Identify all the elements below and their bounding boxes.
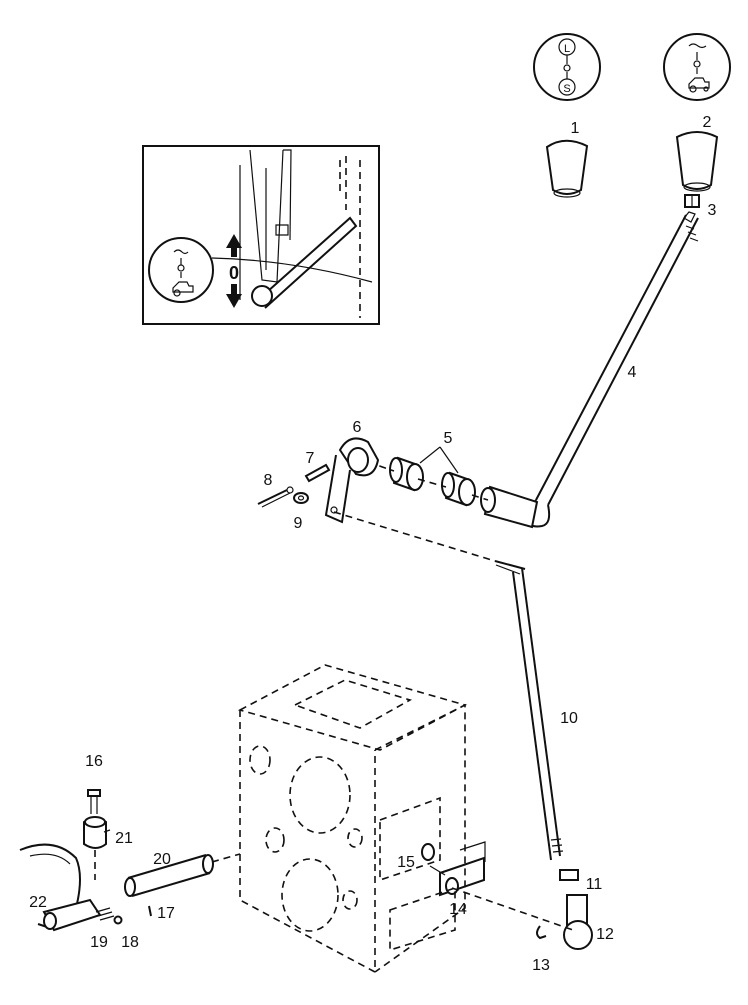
callout-1: 1 xyxy=(571,120,580,137)
callout-19: 19 xyxy=(90,934,108,951)
shift-fork-part-22 xyxy=(19,843,102,932)
callout-9: 9 xyxy=(294,515,303,532)
callout-16: 16 xyxy=(85,753,103,770)
link-rod-part-10 xyxy=(333,511,564,861)
callout-17: 17 xyxy=(157,905,175,922)
ball-part-18 xyxy=(113,915,123,925)
callout-15: 15 xyxy=(397,854,415,871)
lever-rod-part-4 xyxy=(480,211,699,529)
arrow-up-icon xyxy=(226,234,242,257)
callout-10: 10 xyxy=(560,710,578,727)
callout-8: 8 xyxy=(264,472,273,489)
callout-14: 14 xyxy=(449,901,467,918)
callout-22: 22 xyxy=(29,894,47,911)
callout-11: 11 xyxy=(586,876,603,893)
decal-high-label: S xyxy=(563,83,570,95)
inset-detail-box: 0 xyxy=(142,145,380,325)
decal-low-label: L xyxy=(564,43,570,55)
knob-part-2 xyxy=(675,131,719,192)
callout-21: 21 xyxy=(115,830,133,847)
o-ring-part-15 xyxy=(421,843,435,861)
clip-part-13 xyxy=(536,925,547,940)
callout-5: 5 xyxy=(444,430,453,447)
nut-part-3 xyxy=(684,194,700,208)
bushing-part-5b xyxy=(441,471,476,507)
bell-crank-part-6 xyxy=(324,437,380,524)
callout-20: 20 xyxy=(153,851,171,868)
bracket-part-14 xyxy=(439,841,486,897)
transmission-housing xyxy=(237,664,468,974)
pto-decal-icon xyxy=(663,33,731,101)
cotter-pin-part-8 xyxy=(257,486,294,508)
arrow-down-icon xyxy=(226,284,242,308)
callout-12: 12 xyxy=(596,926,614,943)
tractor-icon xyxy=(688,77,710,93)
range-selector-decal-icon: L S xyxy=(533,33,601,101)
shift-shaft-part-20 xyxy=(124,853,241,897)
washer-part-9 xyxy=(293,492,309,504)
bolt-part-16 xyxy=(87,789,101,814)
pin-part-17 xyxy=(148,905,152,917)
callout-3: 3 xyxy=(708,202,717,219)
ball-joint-part-12 xyxy=(563,894,593,950)
callout-13: 13 xyxy=(532,957,550,974)
callout-7: 7 xyxy=(306,450,315,467)
spring-part-19 xyxy=(95,907,115,921)
nut-part-11 xyxy=(559,869,579,881)
bushing-part-5a xyxy=(389,456,424,492)
callout-6: 6 xyxy=(353,419,362,436)
pin-part-7 xyxy=(304,463,331,483)
callout-18: 18 xyxy=(121,934,139,951)
block-part-21 xyxy=(83,816,107,849)
pto-decal-icon xyxy=(148,237,214,303)
tractor-icon xyxy=(172,281,194,297)
callout-4: 4 xyxy=(628,364,637,381)
knob-part-1 xyxy=(545,139,589,198)
callout-2: 2 xyxy=(703,114,712,131)
inset-position-label: 0 xyxy=(229,263,239,283)
